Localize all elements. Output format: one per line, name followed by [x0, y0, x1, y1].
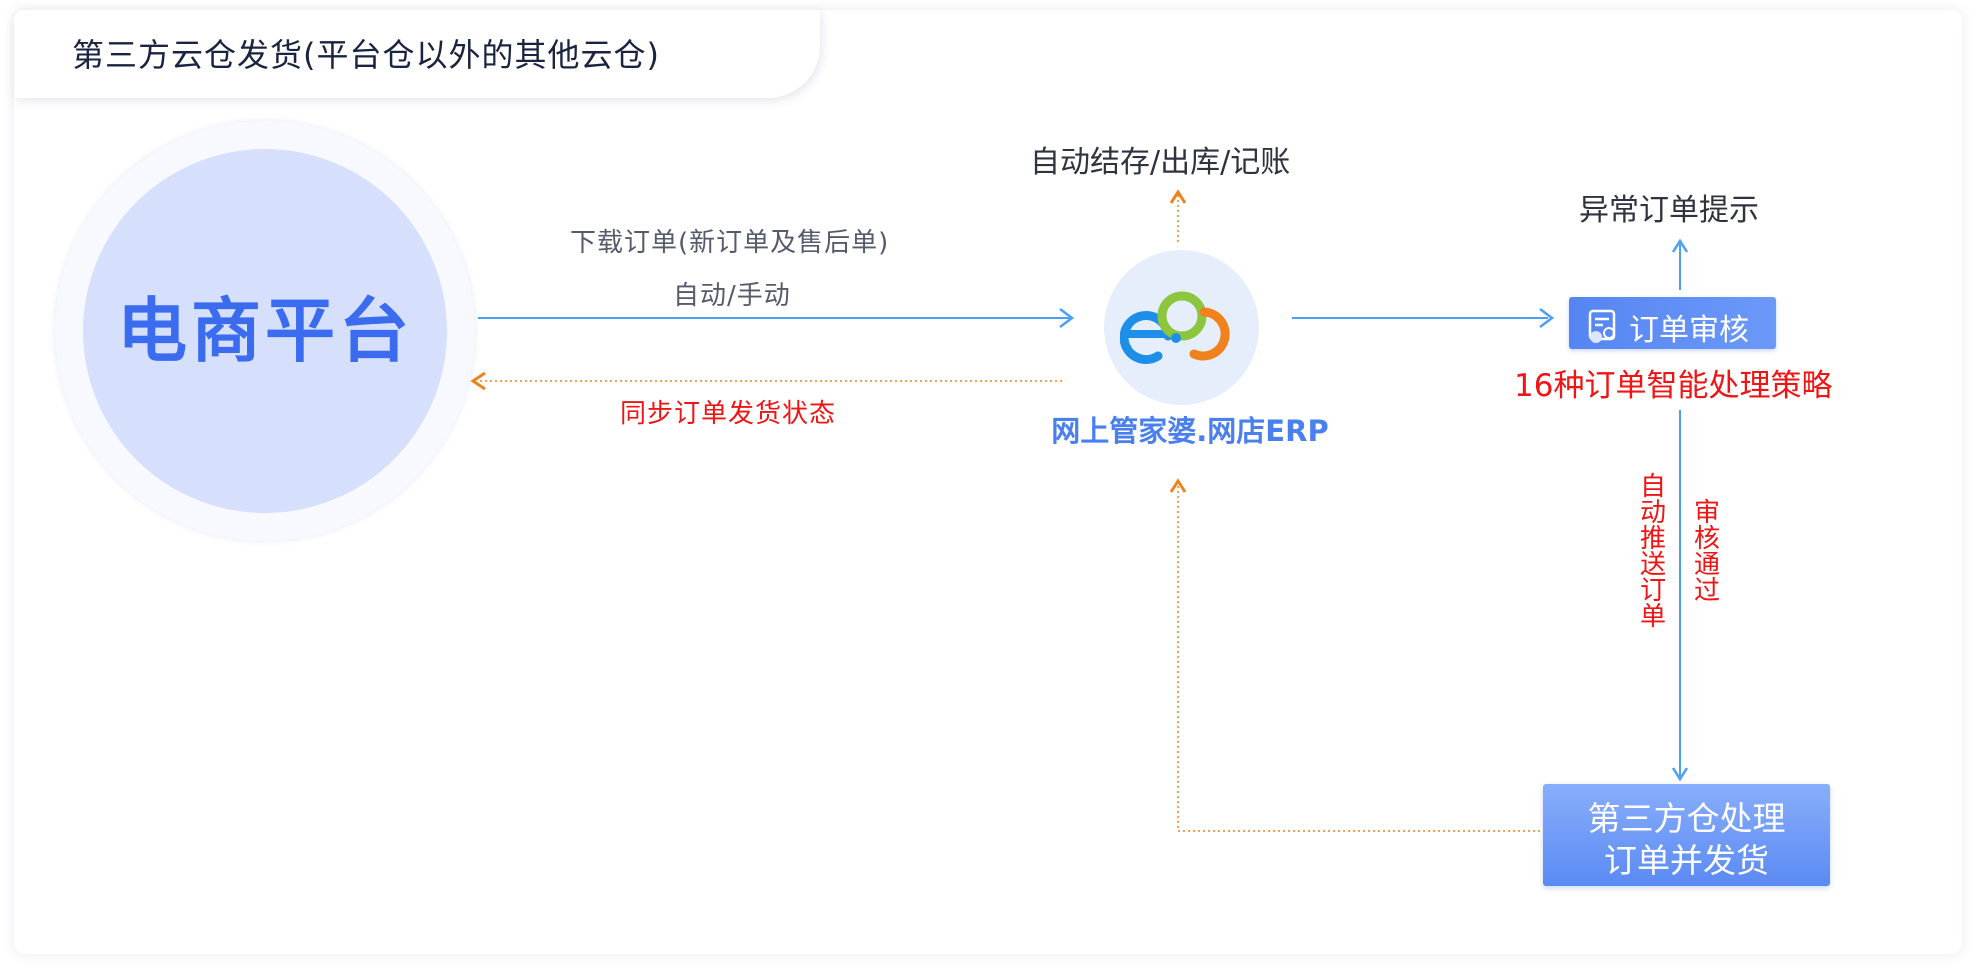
- third-party-line2: 订单并发货: [1604, 841, 1769, 880]
- exception-arrowhead: [1671, 238, 1689, 253]
- exception-label: 异常订单提示: [1579, 193, 1759, 228]
- push-label: 自动推送订单: [1639, 472, 1666, 632]
- approved-label: 审核通过: [1693, 498, 1720, 606]
- push-arrowhead: [1671, 767, 1689, 782]
- erp-name: 网上管家婆.网店ERP: [1051, 414, 1329, 448]
- order-audit-label: 订单审核: [1629, 313, 1749, 348]
- third-party-warehouse-node: 第三方仓处理 订单并发货: [1543, 784, 1830, 886]
- download-arrowhead: [1059, 308, 1075, 328]
- erp-cloud-logo-icon: [1120, 291, 1230, 364]
- return-arrowhead: [1169, 478, 1187, 493]
- platform-circle: [83, 149, 447, 513]
- document-person-icon: [1588, 309, 1616, 343]
- auto-settle-arrowhead: [1169, 189, 1187, 204]
- sync-label: 同步订单发货状态: [620, 399, 837, 429]
- return-arrow-line: [1177, 485, 1540, 832]
- platform-label: 电商平台: [117, 290, 413, 372]
- third-party-line1: 第三方仓处理: [1587, 799, 1786, 838]
- strategy-label: 16种订单智能处理策略: [1514, 368, 1833, 404]
- sync-arrowhead: [470, 371, 486, 391]
- page-title: 第三方云仓发货(平台仓以外的其他云仓): [72, 36, 660, 74]
- mode-label: 自动/手动: [673, 281, 791, 311]
- download-label: 下载订单(新订单及售后单): [570, 228, 890, 258]
- auto-settle-label: 自动结存/出库/记账: [1030, 145, 1291, 180]
- audit-arrowhead: [1539, 308, 1555, 328]
- order-audit-button[interactable]: 订单审核: [1569, 297, 1776, 349]
- title-tab: [14, 10, 820, 98]
